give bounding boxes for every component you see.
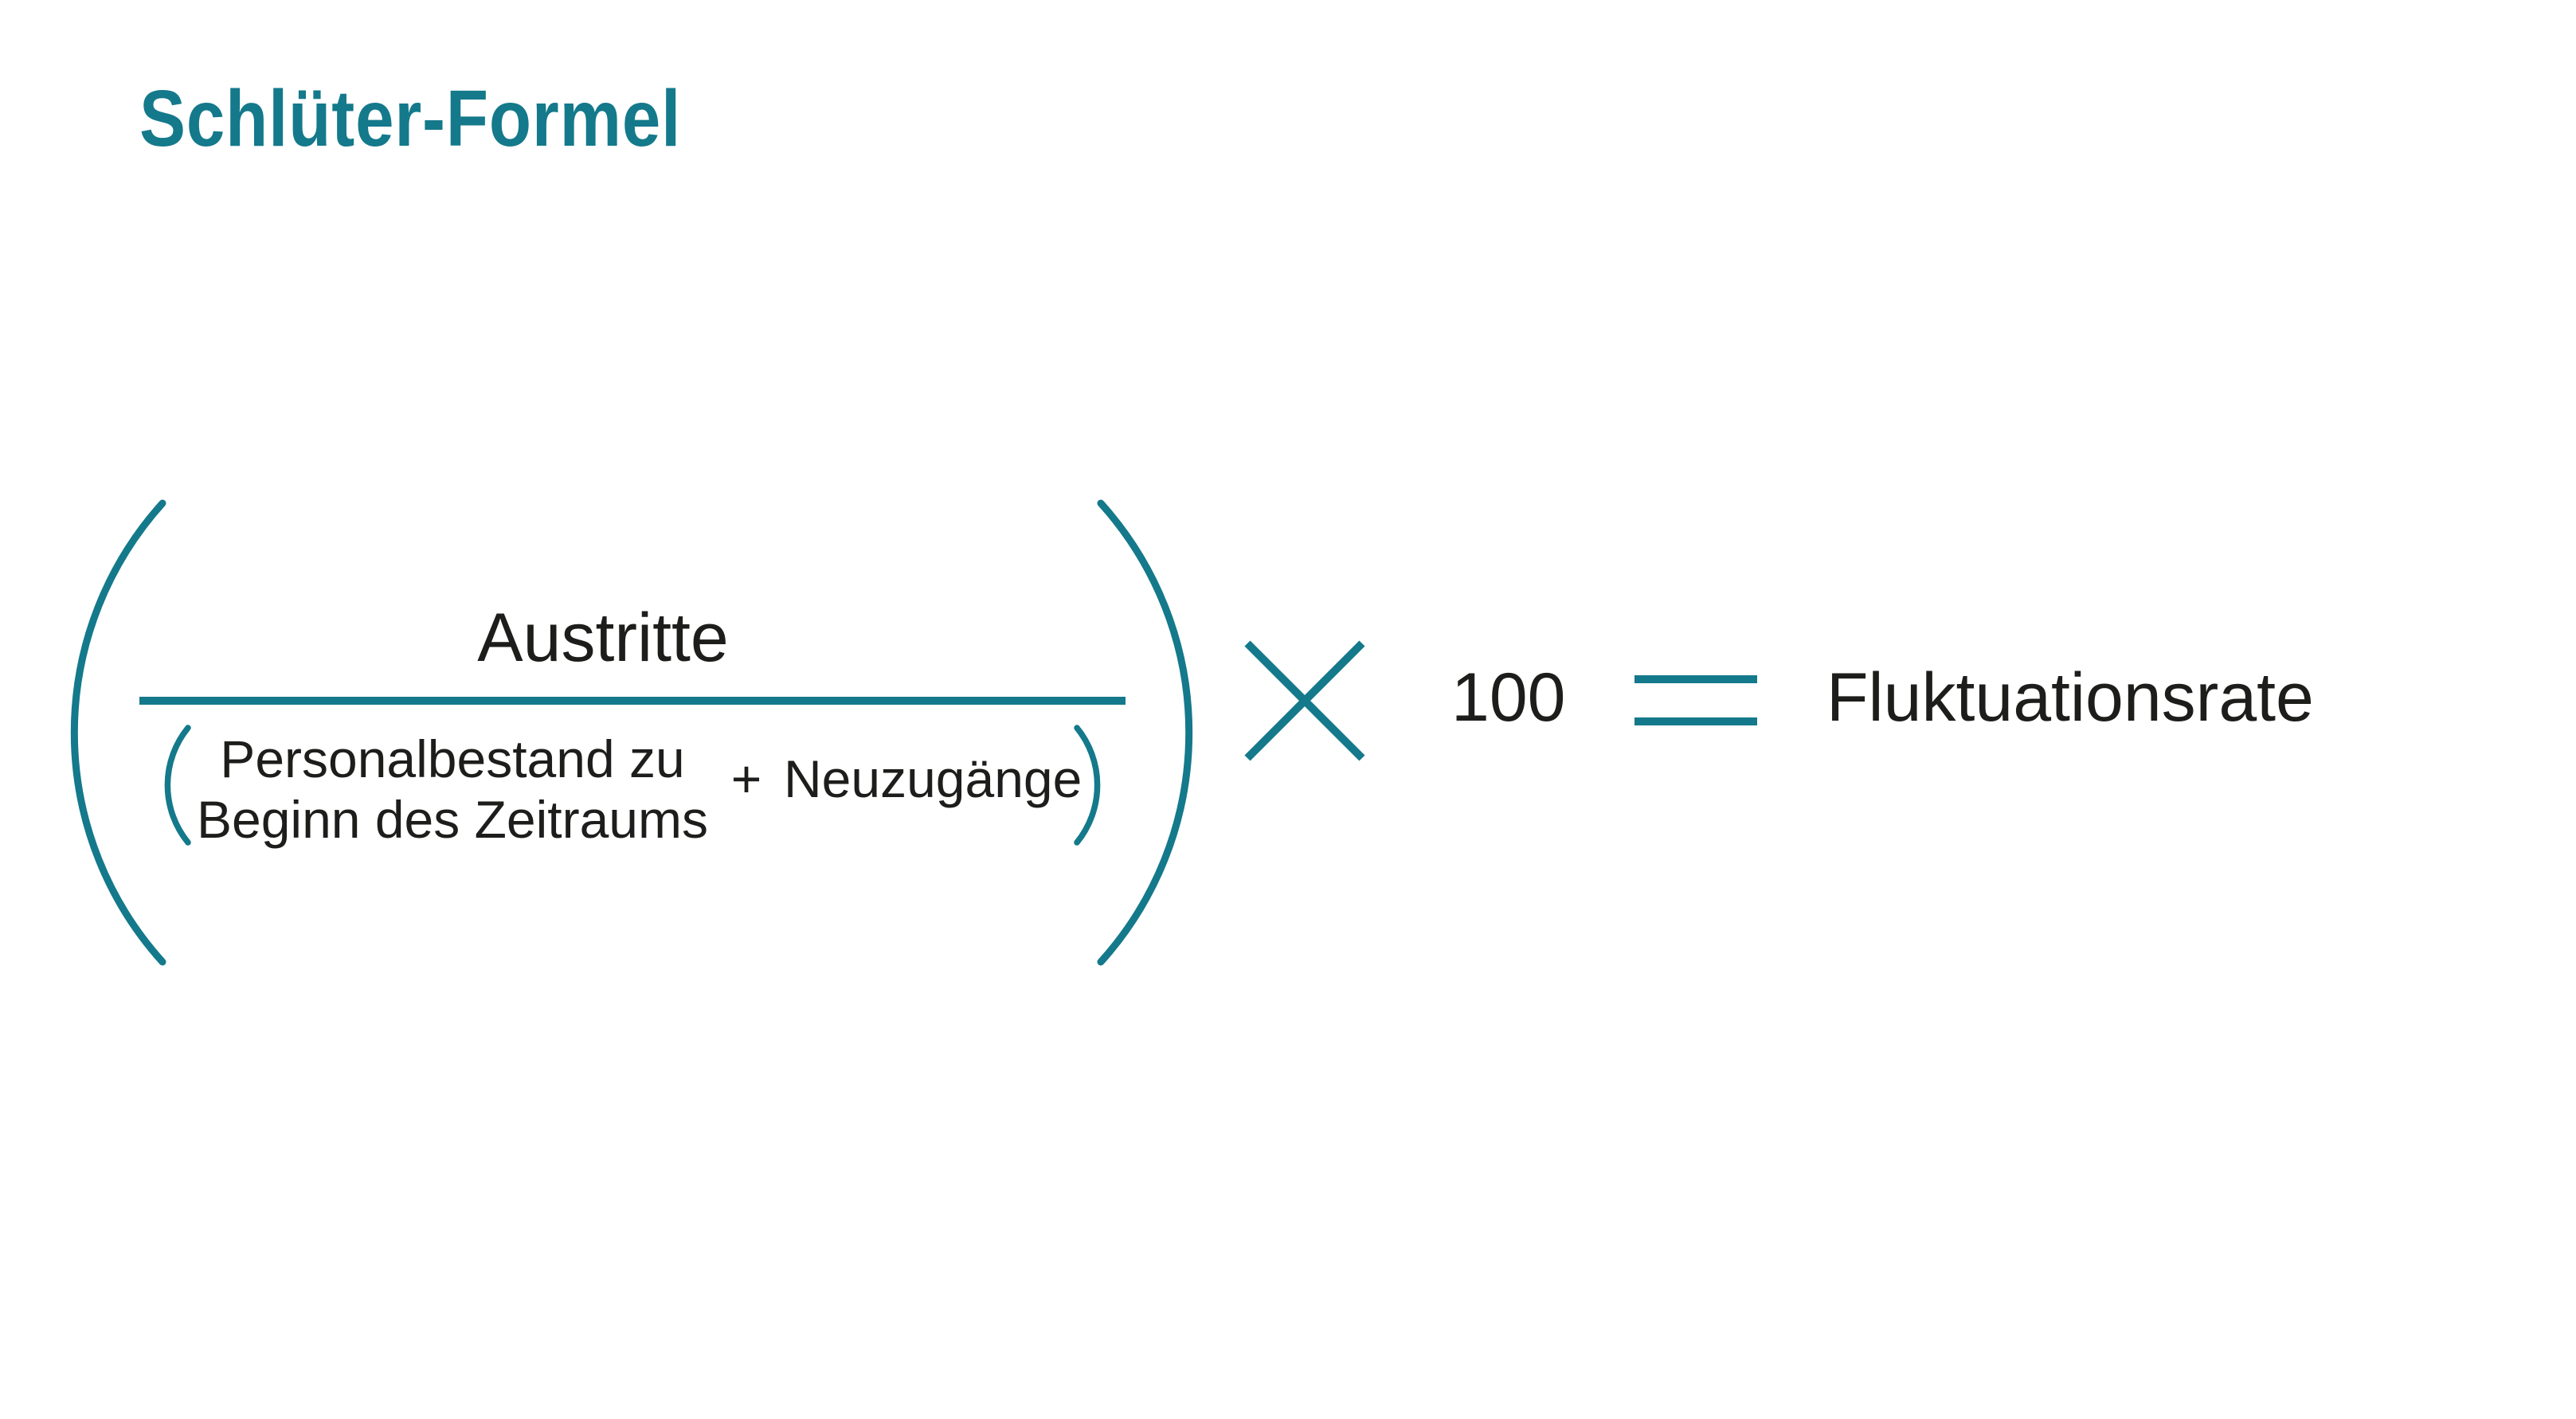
inner-right-paren-icon (1074, 725, 1101, 846)
inner-left-paren-icon (164, 725, 191, 846)
fraction-numerator: Austritte (477, 600, 729, 676)
denominator-term2: Neuzugänge (784, 749, 1082, 808)
fraction-bar (139, 697, 1126, 705)
denominator-term1: Personalbestand zu Beginn des Zeitraums (190, 729, 715, 850)
multiply-icon (1244, 640, 1365, 761)
result-label: Fluktuationsrate (1826, 659, 2314, 736)
denominator-term1-line2: Beginn des Zeitraums (197, 790, 708, 849)
equals-bottom-bar (1634, 717, 1757, 725)
denominator-term1-line1: Personalbestand zu (220, 729, 685, 788)
equals-top-bar (1634, 675, 1757, 683)
multiplier-value: 100 (1451, 659, 1566, 736)
outer-left-paren-icon (70, 499, 166, 966)
plus-operator: + (730, 749, 762, 808)
page-title: Schlüter-Formel (139, 74, 682, 163)
outer-right-paren-icon (1097, 499, 1193, 966)
